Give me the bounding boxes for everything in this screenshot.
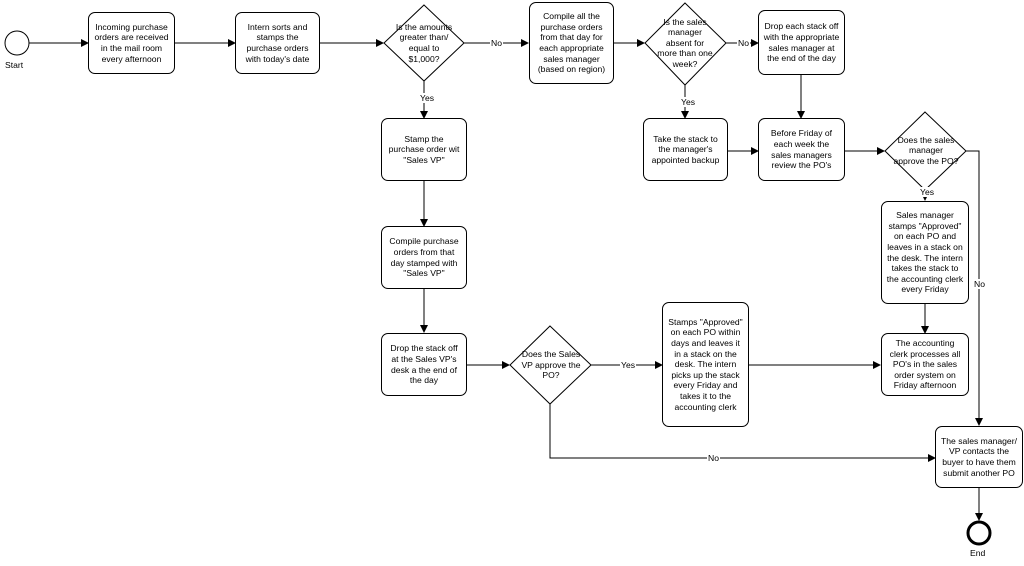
task-sort-stamp: Intern sorts and stamps the purchase ord… xyxy=(235,12,320,74)
connector xyxy=(549,404,936,462)
task-weekly-review: Before Friday of each week the sales man… xyxy=(758,118,845,181)
decision-absent-text: Is the sales manager absent for more tha… xyxy=(657,16,713,69)
task-contact-buyer: The sales manager/ VP contacts the buyer… xyxy=(935,426,1023,488)
task-take-to-backup: Take the stack to the manager's appointe… xyxy=(643,118,728,181)
start-event xyxy=(4,30,30,56)
branch-yes-vp-approve: Yes xyxy=(620,360,637,370)
decision-amount-text: Is the amounts greater than/ equal to $1… xyxy=(395,21,453,64)
task-stamp-sales-vp: Stamp the purchase order wit "Sales VP" xyxy=(381,118,467,181)
branch-no-absent: No xyxy=(737,38,750,48)
task-drop-stack-manager: Drop each stack off with the appropriate… xyxy=(758,10,845,75)
task-accounting-processes: The accounting clerk processes all PO's … xyxy=(881,333,969,396)
decision-vp-approve-text: Does the Sales VP approve the PO? xyxy=(521,349,581,381)
branch-no-vp-approve: No xyxy=(707,453,720,463)
end-event xyxy=(966,520,992,546)
connector xyxy=(966,150,983,426)
start-label: Start xyxy=(5,60,24,70)
task-vp-stamps-approved: Stamps "Approved" on each PO within days… xyxy=(662,302,749,427)
branch-yes-manager-approve: Yes xyxy=(919,187,936,197)
branch-yes-amount: Yes xyxy=(419,93,436,103)
task-compile-by-manager: Compile all the purchase orders from tha… xyxy=(529,2,614,84)
task-manager-stamps-approved: Sales manager stamps "Approved" on each … xyxy=(881,201,969,304)
branch-no-manager-approve: No xyxy=(973,279,986,289)
decision-manager-approve-text: Does the sales manager approve the PO? xyxy=(893,134,959,166)
task-compile-vp-orders: Compile purchase orders from that day st… xyxy=(381,226,467,289)
branch-yes-absent: Yes xyxy=(680,97,697,107)
branch-no-amount: No xyxy=(490,38,503,48)
task-receive-orders: Incoming purchase orders are received in… xyxy=(88,12,175,74)
task-drop-stack-vp: Drop the stack off at the Sales VP's des… xyxy=(381,333,467,396)
end-label: End xyxy=(970,548,986,558)
